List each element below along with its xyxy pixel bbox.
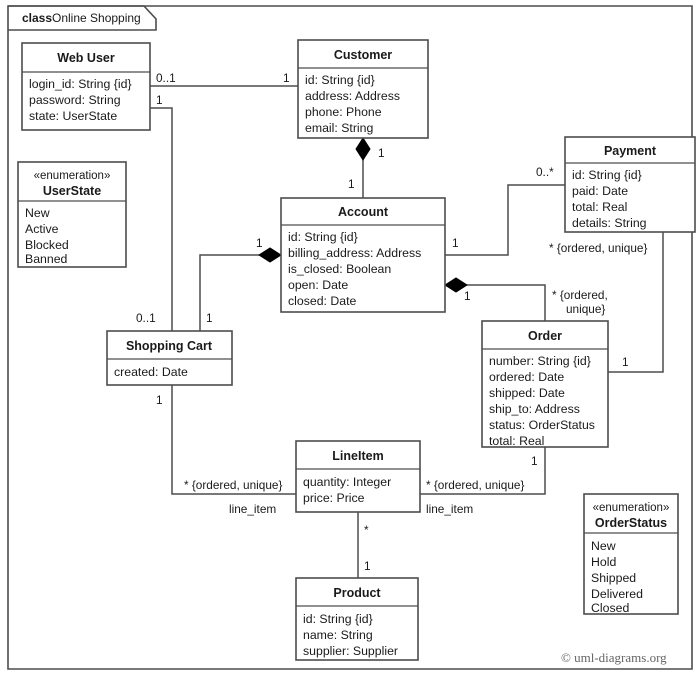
class-order-attr-1: ordered: Date [489, 370, 564, 384]
class-customer-attr-3: email: String [305, 121, 374, 135]
class-web-user-attr-2: state: UserState [29, 109, 117, 123]
enum-user-state[interactable]: «enumeration» UserState New Active Block… [17, 161, 127, 268]
frame-keyword: class [22, 11, 52, 25]
class-customer-attr-0: id: String {id} [305, 73, 375, 87]
mult-webuser-cart-source: 1 [156, 93, 163, 107]
class-account[interactable]: Account id: String {id} billing_address:… [280, 197, 446, 313]
class-account-attr-3: open: Date [288, 278, 348, 292]
class-payment-attr-1: paid: Date [572, 184, 628, 198]
connector-cart-lineitem [171, 385, 296, 495]
mult-webuser-customer-source: 0..1 [156, 71, 176, 85]
class-customer[interactable]: Customer id: String {id} address: Addres… [297, 39, 429, 139]
class-payment-attr-0: id: String {id} [572, 168, 642, 182]
connector-order-payment [608, 232, 664, 373]
mult-account-cart-source: 1 [256, 236, 263, 250]
mult-account-order-target: * {ordered, [552, 288, 608, 302]
class-order-attr-5: total: Real [489, 434, 544, 448]
enum-order-status[interactable]: «enumeration» OrderStatus New Hold Shipp… [583, 493, 679, 615]
class-account-title: Account [338, 205, 389, 219]
class-account-attr-4: closed: Date [288, 294, 357, 308]
mult-account-cart-target: 1 [206, 311, 213, 325]
class-order-attr-3: ship_to: Address [489, 402, 580, 416]
frame-name: Online Shopping [52, 11, 141, 25]
connector-webuser-cart [150, 107, 173, 331]
mult-account-payment-target: 0..* [536, 165, 554, 179]
mult-account-order-target-line2: unique} [566, 302, 605, 316]
class-payment-attr-2: total: Real [572, 200, 627, 214]
composition-diamond-customer-account [355, 137, 371, 161]
connector-order-lineitem [420, 447, 546, 495]
mult-order-lineitem-source: 1 [531, 454, 538, 468]
class-lineitem-attr-1: price: Price [303, 491, 365, 505]
class-lineitem[interactable]: LineItem quantity: Integer price: Price [295, 440, 421, 513]
enum-user-state-literal-1: Active [25, 222, 59, 236]
class-shopping-cart-attr-0: created: Date [114, 365, 188, 379]
class-customer-attr-2: phone: Phone [305, 105, 382, 119]
mult-order-payment-source: 1 [622, 355, 629, 369]
class-account-attr-1: billing_address: Address [288, 246, 421, 260]
connector-account-cart [199, 254, 281, 331]
mult-order-payment-target: * {ordered, unique} [549, 241, 647, 255]
role-order-lineitem: line_item [426, 502, 473, 516]
class-web-user[interactable]: Web User login_id: String {id} password:… [21, 42, 151, 131]
class-order-title: Order [528, 329, 562, 343]
enum-order-status-literal-3: Delivered [591, 587, 643, 601]
class-payment[interactable]: Payment id: String {id} paid: Date total… [564, 136, 696, 233]
enum-user-state-title: UserState [43, 184, 101, 198]
class-lineitem-title: LineItem [332, 449, 383, 463]
credit-text: © uml-diagrams.org [561, 650, 667, 665]
enum-user-state-literal-2: Blocked [25, 238, 69, 252]
connector-account-payment [445, 184, 565, 256]
mult-webuser-cart-target: 0..1 [136, 311, 156, 325]
class-product-attr-2: supplier: Supplier [303, 644, 398, 658]
class-shopping-cart-title: Shopping Cart [126, 339, 213, 353]
connector-account-order [445, 284, 546, 321]
class-order-attr-4: status: OrderStatus [489, 418, 595, 432]
enum-order-status-stereotype: «enumeration» [593, 502, 670, 514]
class-web-user-attr-1: password: String [29, 93, 121, 107]
mult-webuser-customer-target: 1 [283, 71, 290, 85]
class-order[interactable]: Order number: String {id} ordered: Date … [481, 320, 609, 448]
enum-order-status-literal-4: Closed [591, 601, 629, 615]
class-payment-attr-3: details: String [572, 216, 647, 230]
class-account-attr-0: id: String {id} [288, 230, 358, 244]
class-product-attr-1: name: String [303, 628, 373, 642]
class-order-attr-0: number: String {id} [489, 354, 591, 368]
class-customer-title: Customer [334, 48, 392, 62]
class-lineitem-attr-0: quantity: Integer [303, 475, 391, 489]
mult-order-lineitem-target: * {ordered, unique} [426, 478, 524, 492]
role-cart-lineitem: line_item [229, 502, 276, 516]
enum-order-status-literal-2: Shipped [591, 571, 636, 585]
enum-user-state-literal-0: New [25, 206, 50, 220]
class-product-attr-0: id: String {id} [303, 612, 373, 626]
enum-user-state-stereotype: «enumeration» [34, 170, 111, 182]
mult-lineitem-product-target: 1 [364, 559, 371, 573]
class-order-attr-2: shipped: Date [489, 386, 565, 400]
mult-cart-lineitem-target: * {ordered, unique} [184, 478, 282, 492]
class-customer-attr-1: address: Address [305, 89, 400, 103]
enum-order-status-title: OrderStatus [595, 516, 667, 530]
mult-account-order-source: 1 [464, 289, 471, 303]
class-web-user-attr-0: login_id: String {id} [29, 77, 132, 91]
mult-lineitem-product-source: * [364, 523, 369, 537]
class-product[interactable]: Product id: String {id} name: String sup… [295, 577, 419, 661]
class-shopping-cart[interactable]: Shopping Cart created: Date [106, 330, 233, 386]
composition-diamond-account-order [444, 277, 468, 293]
composition-diamond-account-cart [258, 247, 282, 263]
multiplicity-labels: 0..1 1 1 0..1 1 1 1 1 1 0..* 1 * {ordere… [136, 71, 647, 573]
connectors [150, 85, 664, 578]
class-product-title: Product [333, 586, 381, 600]
diagram-frame: class Online Shopping [7, 5, 693, 670]
mult-customer-account-target: 1 [348, 177, 355, 191]
mult-customer-account-source: 1 [378, 146, 385, 160]
enum-order-status-literal-0: New [591, 539, 616, 553]
class-payment-title: Payment [604, 144, 657, 158]
enum-order-status-literal-1: Hold [591, 555, 616, 569]
enum-user-state-literal-3: Banned [25, 252, 68, 266]
class-web-user-title: Web User [57, 51, 115, 65]
mult-account-payment-source: 1 [452, 236, 459, 250]
mult-cart-lineitem-source: 1 [156, 393, 163, 407]
class-account-attr-2: is_closed: Boolean [288, 262, 391, 276]
